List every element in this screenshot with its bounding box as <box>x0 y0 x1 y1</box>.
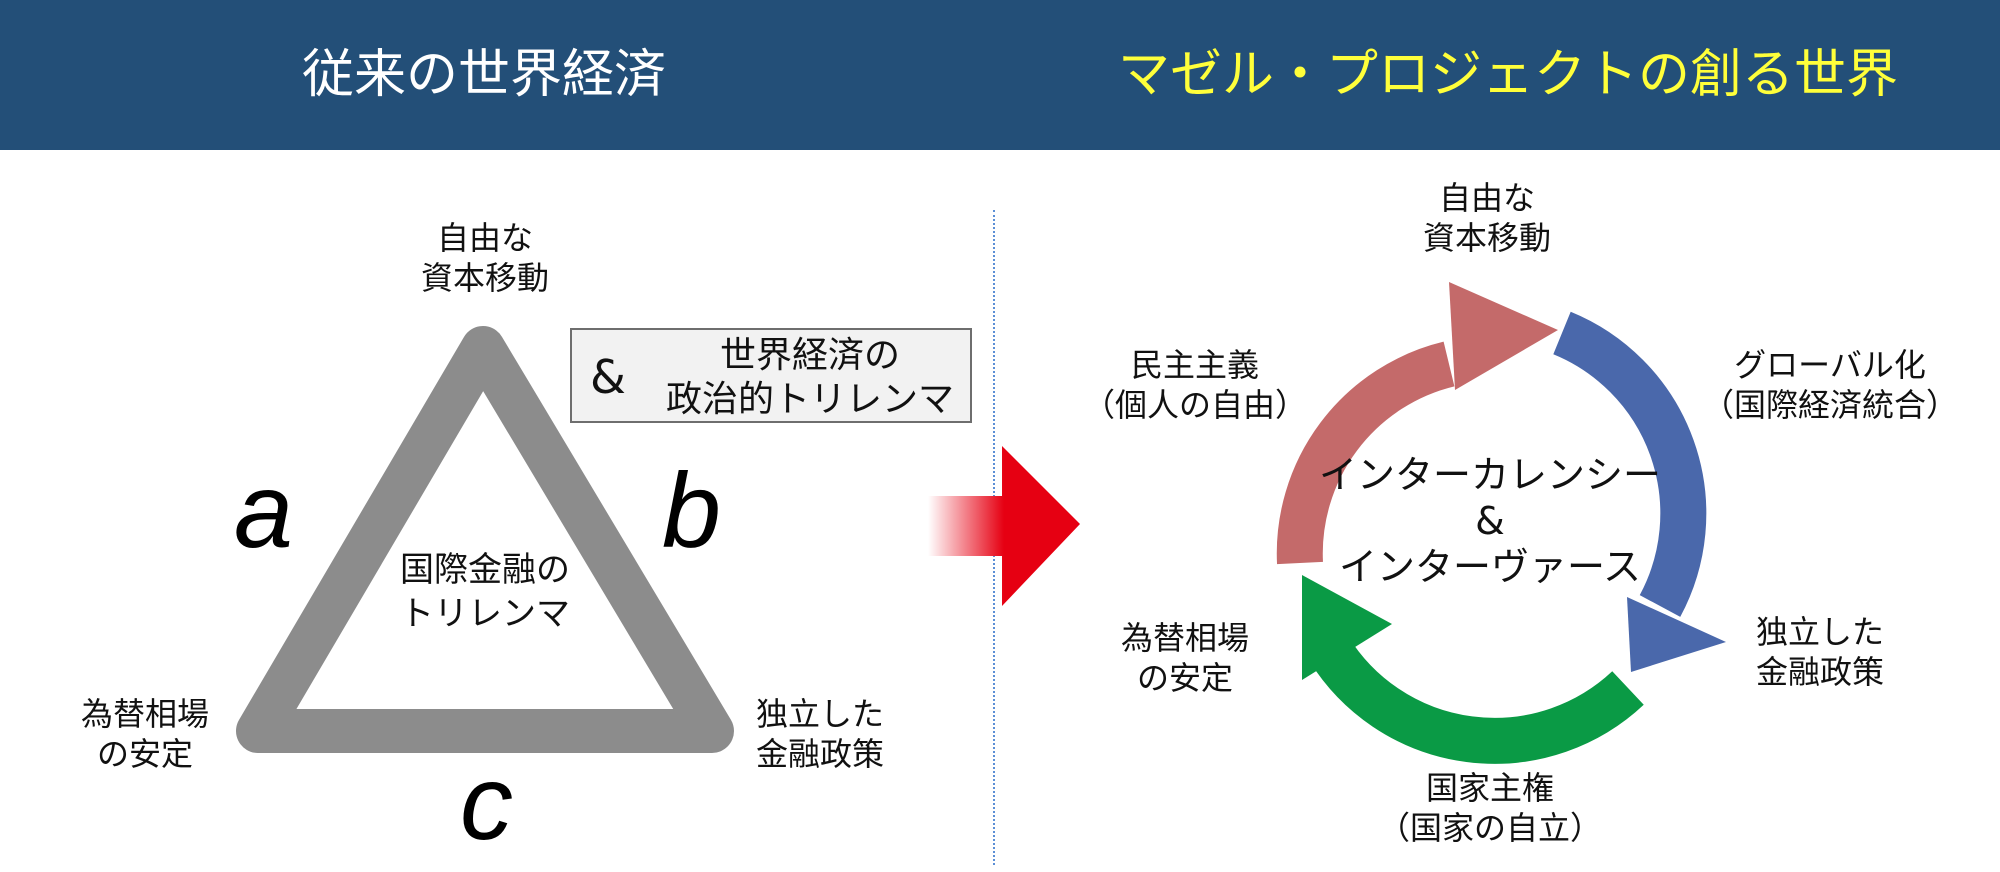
trilemma-triangle <box>236 326 734 753</box>
transition-arrow-icon <box>928 446 1080 606</box>
globalization-label: グローバル化 （国際経済統合） <box>1701 346 1958 424</box>
cycle-arrow-blue <box>1552 311 1707 617</box>
cycle-arrow-green <box>1309 636 1644 764</box>
ampersand: & <box>590 350 626 404</box>
political-trilemma-box: & 世界経済の 政治的トリレンマ <box>570 328 972 423</box>
side-letter-c: c <box>460 744 513 862</box>
cycle-arrowhead-green <box>1302 575 1392 680</box>
intercurrency-interverse-text: インターカレンシー & インターヴァース <box>1318 453 1661 589</box>
stable-exchange-label: 為替相場 の安定 <box>80 695 209 773</box>
cycle-policy-label: 独立した 金融政策 <box>1755 613 1884 691</box>
sovereignty-label: 国家主権 （国家の自立） <box>1377 769 1602 847</box>
side-letter-a: a <box>234 452 293 570</box>
left-title: 従来の世界経済 <box>302 45 667 105</box>
right-title: マゼル・プロジェクトの創る世界 <box>1118 45 1899 105</box>
side-letter-b: b <box>662 452 721 570</box>
cycle-arrow-red <box>1276 341 1455 565</box>
political-trilemma-text: 世界経済の 政治的トリレンマ <box>665 335 954 420</box>
cycle-top-label: 自由な 資本移動 <box>1422 179 1551 257</box>
cycle-exchange-label: 為替相場 の安定 <box>1120 619 1249 697</box>
trilemma-center-label: 国際金融の トリレンマ <box>400 550 570 634</box>
header-banner: 従来の世界経済 マゼル・プロジェクトの創る世界 <box>0 0 2000 150</box>
independent-policy-label: 独立した 金融政策 <box>755 695 884 773</box>
cycle-arrowhead-red <box>1449 282 1558 390</box>
free-capital-label: 自由な 資本移動 <box>420 219 549 297</box>
cycle-arrowhead-blue <box>1627 597 1726 672</box>
democracy-label: 民主主義 （個人の自由） <box>1082 346 1307 424</box>
